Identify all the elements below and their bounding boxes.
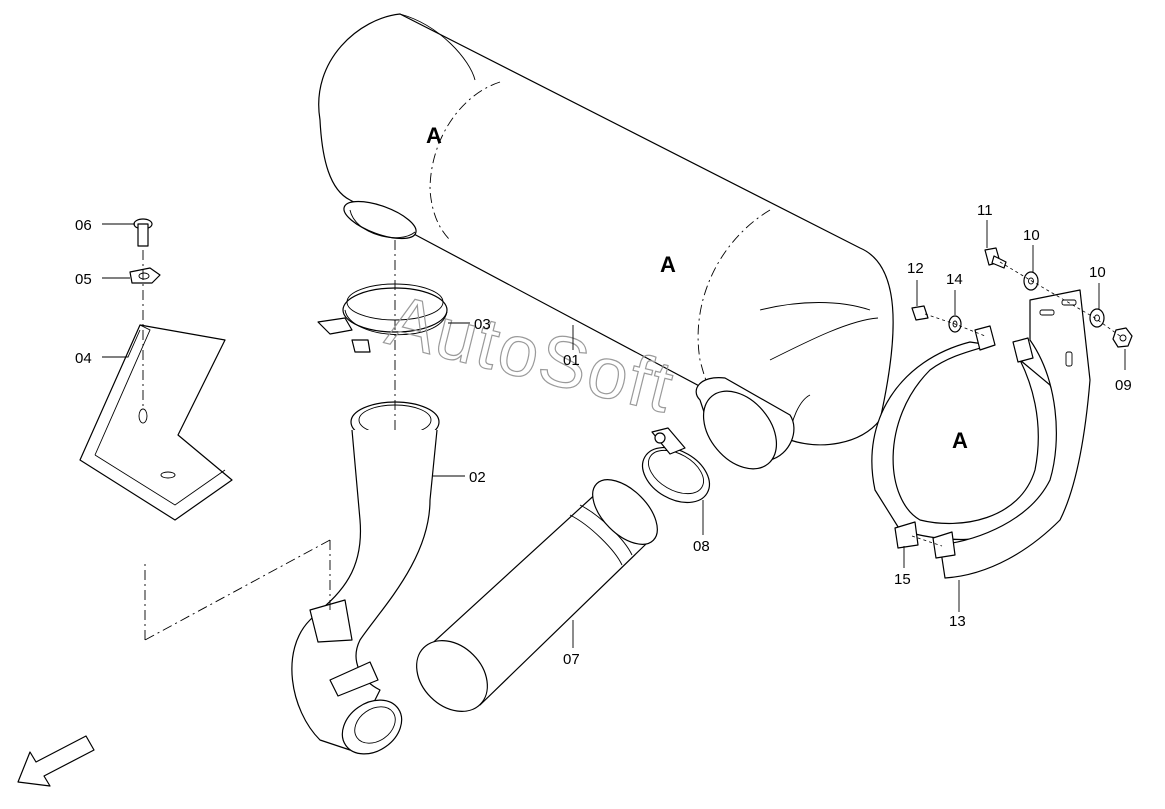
callout-07: 07	[563, 651, 580, 668]
muffler-strap-part-13	[871, 289, 1091, 579]
callout-10-upper: 10	[1023, 227, 1040, 244]
callout-05: 05	[75, 271, 92, 288]
callout-15: 15	[894, 571, 911, 588]
callout-04: 04	[75, 350, 92, 367]
reference-mark-a-strap: A	[952, 428, 968, 453]
callout-08: 08	[693, 538, 710, 555]
bolt-part-11	[984, 247, 1007, 269]
nut-part-09	[1112, 327, 1133, 348]
reference-mark-a-muffler-right: A	[660, 252, 676, 277]
callout-09: 09	[1115, 377, 1132, 394]
hose-clamp-part-08	[641, 427, 711, 504]
orientation-arrow-icon	[17, 735, 95, 787]
callout-06: 06	[75, 217, 92, 234]
reference-mark-a-muffler-left: A	[426, 123, 442, 148]
bent-pipe-part-02	[291, 401, 440, 755]
assembly-centerlines	[142, 240, 1121, 641]
washer-part-10-lower	[1089, 308, 1105, 328]
callout-13: 13	[949, 613, 966, 630]
washer-part-05	[129, 267, 161, 284]
callout-12: 12	[907, 260, 924, 277]
callout-03: 03	[474, 316, 491, 333]
callout-10-lower: 10	[1089, 264, 1106, 281]
leader-lines	[102, 220, 1126, 648]
bolt-part-12	[911, 305, 929, 321]
muffler-part-01	[318, 13, 894, 470]
callout-02: 02	[469, 469, 486, 486]
callout-14: 14	[946, 271, 963, 288]
tail-pipe-part-07	[416, 479, 658, 712]
callout-11: 11	[977, 202, 993, 219]
bolt-part-06	[133, 218, 153, 247]
callout-01: 01	[563, 352, 580, 369]
bracket-part-04	[79, 324, 233, 521]
